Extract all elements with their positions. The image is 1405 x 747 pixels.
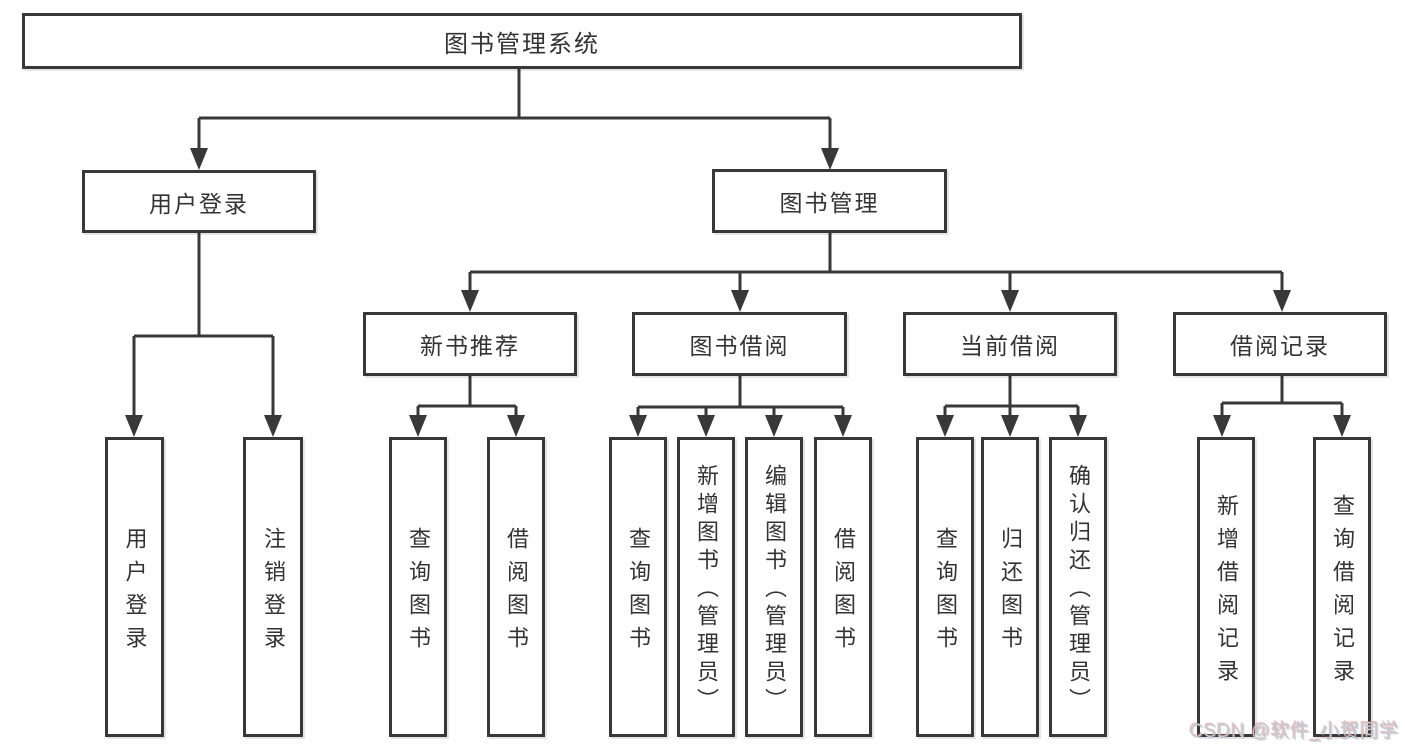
node-label: 图书管理系统 [444,30,600,58]
leaf-label: 查询图书 [933,526,958,659]
node-label: 图书借阅 [689,333,790,359]
leaf-label: 确认归还（管理员） [1066,464,1091,716]
arrowhead [507,415,525,437]
arrowhead [1273,290,1291,312]
leaf-nbr-query-books: 查询图书 [389,437,447,737]
arrowhead [1001,415,1019,437]
node-label: 当前借阅 [960,333,1060,359]
node-user-login: 用户登录 [82,170,316,233]
arrowhead [125,415,143,437]
leaf-user-login: 用户登录 [105,437,164,737]
leaf-bb-add-books-admin: 新增图书（管理员） [677,437,735,737]
leaf-cb-return-books: 归还图书 [981,437,1039,737]
leaf-label: 新增借阅记录 [1214,493,1239,692]
node-current-borrowing: 当前借阅 [903,312,1117,376]
leaf-bb-edit-books-admin: 编辑图书（管理员） [745,437,803,737]
leaf-logout: 注销登录 [243,437,303,737]
leaf-label: 编辑图书（管理员） [762,464,787,716]
leaf-label: 查询图书 [406,526,431,659]
arrowhead [936,415,954,437]
leaf-cb-query-books: 查询图书 [916,437,974,737]
arrowhead [834,415,852,437]
leaf-br-query-record: 查询借阅记录 [1313,437,1371,737]
node-book-borrowing: 图书借阅 [632,312,847,376]
leaf-label: 借阅图书 [504,526,529,659]
node-book-management: 图书管理 [712,169,947,233]
arrowhead [1001,290,1019,312]
leaf-bb-borrow-books: 借阅图书 [814,437,872,737]
arrowhead [697,415,715,437]
leaf-nbr-borrow-books: 借阅图书 [487,437,545,737]
leaf-label: 归还图书 [998,526,1023,659]
leaf-cb-confirm-return-admin: 确认归还（管理员） [1049,437,1107,737]
arrowhead [461,290,479,312]
node-label: 新书推荐 [420,333,520,359]
leaf-label: 查询借阅记录 [1330,493,1355,692]
arrowhead [264,415,282,437]
leaf-label: 新增图书（管理员） [694,464,719,716]
leaf-label: 注销登录 [261,526,286,659]
leaf-label: 用户登录 [122,526,148,659]
node-label: 图书管理 [779,190,880,216]
arrowhead [731,290,749,312]
leaf-label: 借阅图书 [831,526,856,659]
arrowhead [1213,415,1231,437]
arrowhead [190,148,208,170]
arrowhead [1069,415,1087,437]
node-new-book-recommend: 新书推荐 [363,312,577,376]
leaf-br-add-record: 新增借阅记录 [1197,437,1255,737]
arrowhead [821,148,839,170]
connector-group [132,69,1344,417]
node-label: 借阅记录 [1230,333,1330,359]
csdn-watermark: CSDN @软件_小贺同学 [1189,721,1399,742]
arrowhead [409,415,427,437]
arrowhead [1333,415,1351,437]
arrowhead [765,415,783,437]
node-borrowing-records: 借阅记录 [1173,312,1387,376]
node-root-system: 图书管理系统 [22,13,1022,69]
node-label: 用户登录 [149,190,249,217]
arrowheads-group [125,148,1351,437]
arrowhead [629,415,647,437]
leaf-label: 查询图书 [626,526,651,659]
leaf-bb-query-books: 查询图书 [609,437,667,737]
